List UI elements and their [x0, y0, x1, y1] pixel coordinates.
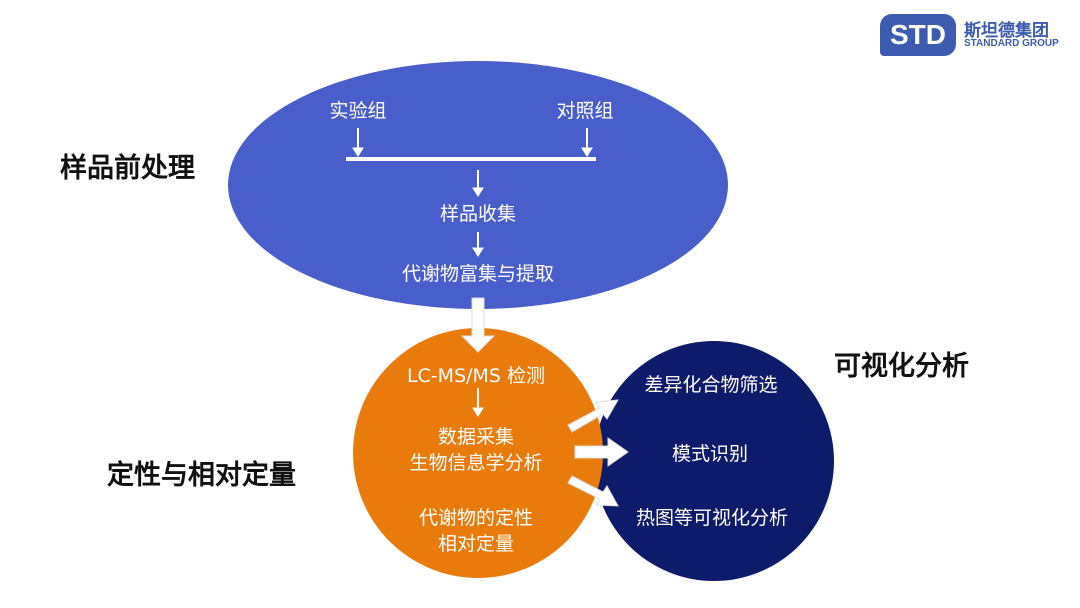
standard-group-logo: STD 斯坦德集团 STANDARD GROUP — [880, 14, 1060, 56]
flow-arrows — [346, 128, 596, 417]
sample-collection: 样品收集 — [439, 203, 517, 225]
control-group: 对照组 — [556, 100, 614, 122]
logo-name-en: STANDARD GROUP — [964, 38, 1059, 49]
logo-name-cn: 斯坦德集团 — [964, 21, 1049, 41]
visual-label: 可视化分析 — [834, 351, 969, 382]
big-arrows — [460, 297, 629, 507]
data-acquisition: 数据采集 — [437, 426, 515, 448]
pretreatment-label: 样品前处理 — [60, 153, 195, 184]
bioinformatics: 生物信息学分析 — [409, 452, 543, 474]
quant-circle — [353, 328, 603, 578]
relative-quant: 相对定量 — [437, 533, 515, 555]
lcms-detection: LC-MS/MS 检测 — [406, 365, 546, 387]
metabolite-qualitative: 代谢物的定性 — [418, 507, 534, 529]
metabolite-extraction: 代谢物富集与提取 — [401, 263, 555, 285]
logo-mark: STD — [880, 14, 956, 56]
pattern-recognition: 模式识别 — [671, 443, 749, 465]
experimental-group: 实验组 — [329, 100, 387, 122]
heatmap-visualization: 热图等可视化分析 — [635, 507, 789, 529]
differential-screening: 差异化合物筛选 — [644, 374, 778, 396]
visualization-circle — [594, 341, 834, 581]
quant-label: 定性与相对定量 — [107, 460, 296, 491]
